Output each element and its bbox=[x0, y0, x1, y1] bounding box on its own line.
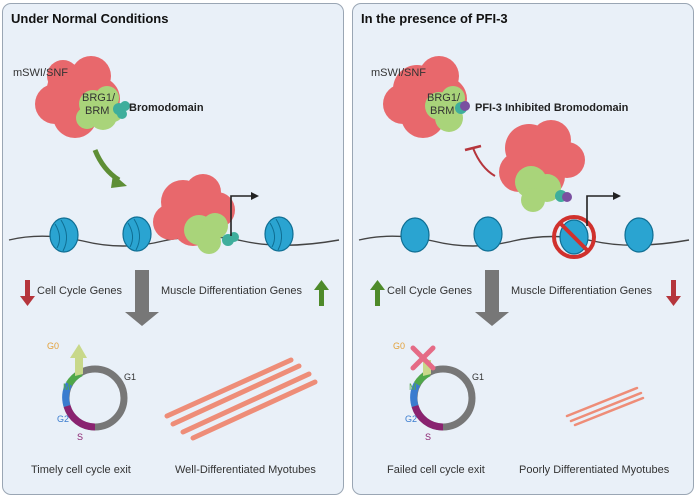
pfi3-diagram-art bbox=[358, 56, 690, 431]
phase-g0: G0 bbox=[47, 341, 60, 351]
complex-label: mSWI/SNF bbox=[13, 67, 68, 79]
phase-g2: G2 bbox=[405, 414, 418, 424]
bromodomain-label: Bromodomain bbox=[129, 102, 204, 114]
normal-diagram-art bbox=[8, 56, 340, 441]
myotubes-well bbox=[164, 357, 318, 441]
cell-cycle-genes-label: Cell Cycle Genes bbox=[387, 285, 472, 297]
nucleosomes bbox=[49, 216, 294, 253]
phase-m: M bbox=[409, 382, 417, 392]
cell-cycle-genes-label: Cell Cycle Genes bbox=[37, 285, 122, 297]
bromodomain-shape bbox=[113, 101, 130, 119]
core-label-2: BRM bbox=[430, 105, 455, 117]
muscle-genes-label: Muscle Differentiation Genes bbox=[511, 285, 653, 297]
inhibitor-icon bbox=[460, 101, 470, 111]
bromodomain-label: PFI-3 Inhibited Bromodomain bbox=[475, 102, 629, 114]
cell-cycle-pfi3 bbox=[410, 345, 476, 431]
outcome-cycle-label: Timely cell cycle exit bbox=[31, 464, 131, 476]
panel-title: Under Normal Conditions bbox=[11, 11, 169, 26]
outcome-cycle-label: Failed cell cycle exit bbox=[387, 464, 485, 476]
blocked-icon bbox=[552, 215, 596, 259]
core-label-2: BRM bbox=[85, 105, 110, 117]
phase-g1: G1 bbox=[124, 372, 137, 382]
myotubes-poor bbox=[565, 386, 645, 427]
outcome-myotubes-label: Poorly Differentiated Myotubes bbox=[519, 464, 670, 476]
phase-m: M bbox=[63, 382, 71, 392]
brg1-brm-core bbox=[76, 86, 123, 130]
muscle-genes-label: Muscle Differentiation Genes bbox=[161, 285, 303, 297]
phase-s: S bbox=[425, 432, 432, 442]
phase-g2: G2 bbox=[57, 414, 70, 424]
mswi-snf-complex bbox=[35, 56, 130, 138]
cell-cycle-normal bbox=[62, 344, 128, 431]
panel-title: In the presence of PFI-3 bbox=[361, 11, 508, 26]
core-label-1: BRG1/ bbox=[82, 92, 116, 104]
phase-s: S bbox=[77, 432, 84, 442]
phase-g1: G1 bbox=[472, 372, 485, 382]
panel-pfi3: In the presence of PFI-3 bbox=[352, 3, 694, 495]
cross-icon bbox=[410, 345, 436, 371]
phase-g0: G0 bbox=[393, 341, 406, 351]
complex-label: mSWI/SNF bbox=[371, 67, 426, 79]
outcome-myotubes-label: Well-Differentiated Myotubes bbox=[175, 464, 316, 476]
core-label-1: BRG1/ bbox=[427, 92, 461, 104]
panel-normal-conditions: Under Normal Conditions bbox=[2, 3, 344, 495]
